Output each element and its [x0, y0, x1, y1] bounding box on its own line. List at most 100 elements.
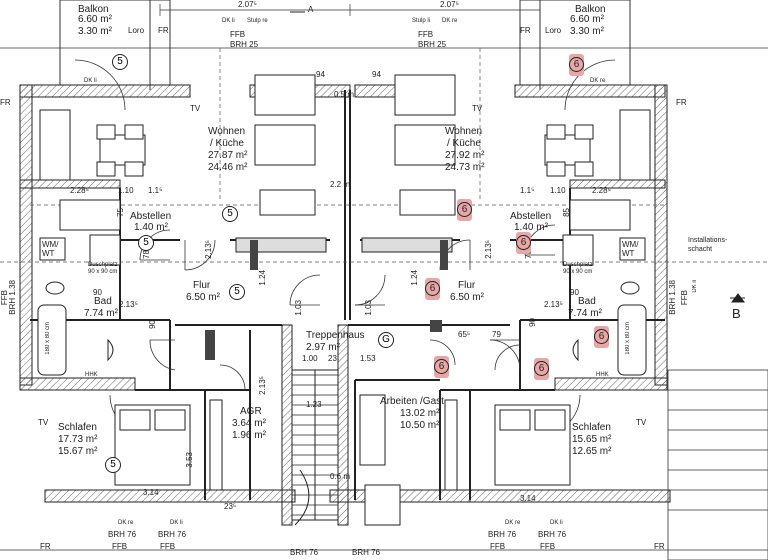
balkon-left-label: Balkon: [78, 4, 109, 15]
dim-213-a: 2.13⁵: [119, 300, 138, 309]
brh25-right: BRH 25: [418, 40, 447, 49]
hhk-left: HHK: [85, 372, 98, 378]
dim-110-right: 1.10: [550, 186, 566, 195]
duschplatz-right: Duschplatz 90 x 90 cm: [563, 262, 593, 275]
balkon-right-area2: 3.30 m²: [570, 26, 604, 37]
schlafen-right-area1: 15.65 m²: [572, 434, 612, 445]
marker-6-arbeiten-b: 6: [534, 358, 549, 380]
balkon-left-area1: 6.60 m²: [78, 14, 112, 25]
marker-g: G: [378, 332, 394, 348]
dim-94-left: 94: [316, 70, 325, 79]
stulp-li-top: Stulp li: [412, 18, 431, 24]
duschplatz-left: Duschplatz 90 x 90 cm: [88, 262, 118, 275]
tv-right: TV: [472, 104, 483, 113]
dim-90-a: 90: [93, 288, 102, 297]
dim-90-vl: 90: [148, 320, 157, 329]
loro-right: Loro: [545, 26, 562, 35]
fr-top-left: FR: [158, 26, 169, 35]
wmwt-left: WM/ WT: [42, 240, 59, 258]
dim-90-b: 90: [570, 288, 579, 297]
abstellen-right-area: 1.40 m²: [514, 222, 548, 233]
dim-75-a: 75: [116, 208, 125, 217]
fr-right: FR: [676, 98, 687, 107]
section-b-label: B: [732, 306, 741, 321]
dim-65: 65⁵: [458, 330, 471, 339]
brh25-left: BRH 25: [230, 40, 259, 49]
wanne-right: 180 x 80 cm: [625, 322, 631, 355]
arbeiten-name: Arbeiten /Gast: [380, 396, 444, 407]
dim-228-right: 2.28⁵: [592, 186, 611, 195]
ffb-bottom-3: FFB: [490, 542, 506, 551]
schlafen-left-area2: 15.67 m²: [58, 446, 98, 457]
marker-5-wohnen: 5: [222, 206, 238, 222]
wanne-left: 180 x 80 cm: [45, 322, 51, 355]
dk-li-balkon: DK li: [84, 78, 97, 84]
balkon-right-label: Balkon: [575, 4, 606, 15]
dim-100: 1.00: [302, 354, 318, 363]
dk-li-bottom-2: DK li: [550, 520, 563, 526]
marker-6-flur-right: 6: [425, 278, 440, 300]
dim-79: 79: [492, 330, 501, 339]
schlafen-left-area1: 17.73 m²: [58, 434, 98, 445]
dim-06m: 0.6 m: [330, 472, 351, 481]
tv-schlafen-left: TV: [38, 418, 49, 427]
wohnen-right-name2: / Küche: [447, 138, 481, 149]
flur-right-name: Flur: [458, 280, 476, 291]
agr-name: AGR: [240, 406, 262, 417]
agr-area2: 1.96 m²: [232, 430, 266, 441]
schlafen-left-name: Schlafen: [58, 422, 97, 433]
dim-115-right: 1.1⁵: [520, 186, 535, 195]
fr-left: FR: [0, 98, 11, 107]
marker-5-abstellen: 5: [138, 235, 154, 251]
marker-6-abstellen-right: 6: [516, 232, 531, 254]
abstellen-right-name: Abstellen: [510, 211, 552, 222]
dim-314-left: 3.14: [143, 488, 159, 497]
marker-6-arbeiten-a: 6: [434, 356, 449, 378]
dim-110-left: 1.10: [118, 186, 134, 195]
wohnen-left-area2: 24.46 m²: [208, 162, 248, 173]
abstellen-left-area: 1.40 m²: [134, 222, 168, 233]
bad-left-name: Bad: [94, 296, 112, 307]
dim-top-left: 2.07⁵: [238, 0, 257, 9]
brh76-1: BRH 76: [108, 530, 137, 539]
fr-bottom-left: FR: [40, 542, 51, 551]
schlafen-right-area2: 12.65 m²: [572, 446, 612, 457]
dim-124-a: 1.24: [258, 270, 267, 286]
arbeiten-area1: 13.02 m²: [400, 408, 440, 419]
marker-6-wohnen-right: 6: [457, 199, 472, 221]
dim-115-left: 1.1⁵: [148, 186, 163, 195]
wohnen-left-name1: Wohnen: [208, 126, 246, 137]
dim-353: 3.53: [185, 452, 194, 468]
schlafen-right-name: Schlafen: [572, 422, 611, 433]
ffb-bottom-2: FFB: [160, 542, 176, 551]
loro-left: Loro: [128, 26, 145, 35]
flur-left-area: 6.50 m²: [186, 292, 220, 303]
dim-213-b: 2.13⁵: [544, 300, 563, 309]
dim-103-a: 1.03: [294, 300, 303, 316]
ffb-right-vert: FFB: [680, 290, 689, 306]
tv-schlafen-right: TV: [636, 418, 647, 427]
balkon-right-area1: 6.60 m²: [570, 14, 604, 25]
dim-05m: 0.5 m: [334, 90, 355, 99]
marker-5-balkon: 5: [112, 54, 128, 70]
installationsschacht-label: Installations- schacht: [688, 237, 728, 253]
dk-re-balkon: DK re: [590, 78, 606, 84]
agr-area1: 3.64 m²: [232, 418, 266, 429]
treppenhaus-area: 2.97 m²: [306, 342, 340, 353]
brh76-3: BRH 76: [488, 530, 517, 539]
brh76-4: BRH 76: [538, 530, 567, 539]
bad-left-area: 7.74 m²: [84, 308, 118, 319]
brh76-arbeiten: BRH 76: [352, 548, 381, 557]
brh138-right: BRH 1.38: [668, 280, 677, 315]
dim-top-right: 2.07⁵: [440, 0, 459, 9]
balkon-left-area2: 3.30 m²: [78, 26, 112, 37]
dim-23: 23: [328, 354, 337, 363]
dim-94-right: 94: [372, 70, 381, 79]
wohnen-right-area1: 27.92 m²: [445, 150, 485, 161]
ffb-left-vert: FFB: [0, 290, 9, 306]
dk-re-bottom-2: DK re: [505, 520, 521, 526]
marker-6-bad-right: 6: [594, 326, 609, 348]
dim-23b: 23⁵: [224, 502, 237, 511]
wohnen-left-name2: / Küche: [210, 138, 244, 149]
